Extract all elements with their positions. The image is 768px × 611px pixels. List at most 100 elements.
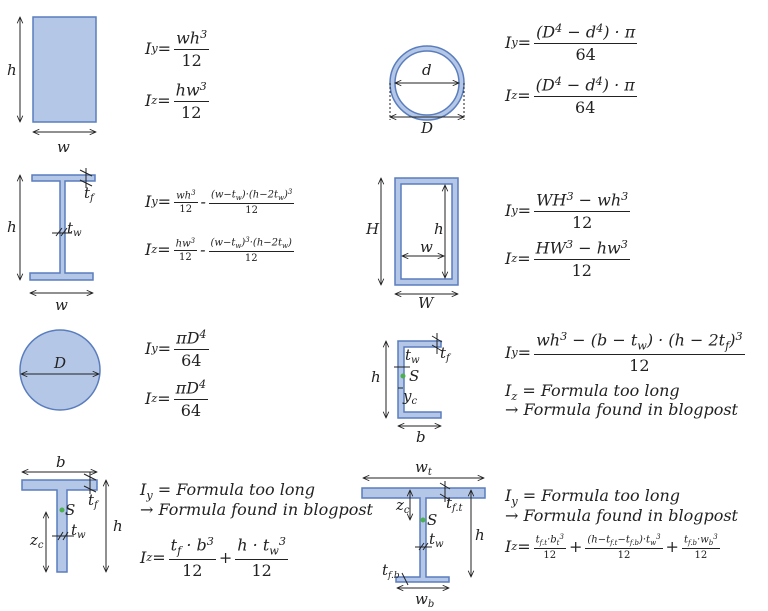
- formula-text: I: [145, 39, 152, 59]
- formula-text: 12: [694, 549, 708, 561]
- formula-text: 64: [180, 400, 202, 420]
- formula-text: ): [729, 330, 736, 350]
- formula-text: − d: [562, 22, 597, 42]
- formula-text: =: [157, 91, 171, 111]
- formula-text: t: [170, 535, 178, 555]
- formula-text: − wh: [573, 190, 622, 210]
- superscript: 3: [735, 330, 743, 343]
- numerator: (h−tf.t−tf.b)·tw3: [585, 533, 663, 549]
- blogpost-reference-t-section: → Formula found in blogpost: [140, 500, 373, 519]
- formula-text: +: [218, 547, 233, 567]
- superscript: 3: [560, 330, 568, 343]
- formula-text: ·w: [697, 534, 709, 546]
- formula-text: I: [145, 339, 152, 359]
- formula-text: (D: [535, 75, 555, 95]
- top-width-label: wt: [415, 458, 433, 478]
- numerator: hw3: [173, 236, 198, 252]
- subscript: z: [151, 392, 158, 406]
- denominator: 12: [179, 251, 192, 263]
- superscript: 3: [656, 533, 661, 541]
- formula-text: − hw: [573, 238, 621, 258]
- formula-text: − (b − t: [567, 330, 638, 350]
- formula-text: wh: [536, 330, 561, 350]
- superscript: 3: [190, 236, 196, 245]
- outer-height-label: H: [365, 220, 380, 238]
- numerator: πD4: [173, 378, 209, 400]
- hollow-rectangle-section: H h w W: [365, 177, 459, 312]
- formula-text: h · t: [237, 535, 270, 555]
- outer-diameter-label: D: [420, 119, 433, 137]
- formula-text: =: [157, 39, 172, 59]
- formula-text: I: [505, 342, 512, 362]
- formula-text: 12: [179, 204, 193, 216]
- formula-text: t: [535, 534, 540, 546]
- top-flange-thickness-label: tf.t: [446, 494, 464, 514]
- formula-text: )·t: [638, 534, 651, 546]
- asymmetric-i-beam-shape: [361, 487, 486, 583]
- superscript: 4: [199, 328, 207, 341]
- numerator: tf.b·wb3: [681, 533, 720, 549]
- numerator: hw3: [173, 80, 209, 102]
- circle-shape: [19, 329, 101, 411]
- subscript: y: [151, 42, 158, 56]
- denominator: 12: [182, 560, 202, 580]
- formula-text: =: [517, 201, 532, 221]
- subscript: f.b: [629, 538, 639, 547]
- formula-text: I: [505, 537, 512, 557]
- formula-text: I: [145, 240, 152, 260]
- numerator: tf · b3: [168, 535, 216, 560]
- formula-text: =: [152, 547, 166, 567]
- formula-text: =: [517, 249, 531, 269]
- subscript: f.b: [687, 538, 698, 547]
- subscript: z: [511, 540, 518, 554]
- formula-text: ): [241, 237, 246, 249]
- formula-iy-t-section-note: Iy = Formula too long: [140, 480, 316, 503]
- width-label: w: [57, 138, 70, 156]
- formula-text: −t: [617, 534, 630, 546]
- formula-text: =: [157, 389, 171, 409]
- formula-text: I: [505, 33, 512, 53]
- web-thickness-label: tw: [67, 219, 82, 239]
- height-label: h: [7, 61, 17, 79]
- numerator: πD4: [174, 328, 209, 350]
- formula-text: t: [683, 534, 688, 546]
- height-label: h: [113, 517, 123, 535]
- blogpost-reference-asymmetric: → Formula found in blogpost: [505, 506, 738, 525]
- formula-text: ) · π: [603, 22, 636, 42]
- formula-text: 12: [182, 560, 203, 580]
- c-channel-shape: [397, 340, 442, 419]
- flange-thickness-ticks: [79, 168, 93, 188]
- numerator: wh3: [174, 28, 210, 50]
- formula-text: I: [505, 86, 512, 106]
- web-thickness-label: tw: [405, 346, 420, 366]
- formula-text: ) · (h − 2t: [646, 330, 726, 350]
- flange-thickness-ticks: [431, 333, 443, 354]
- denominator: 12: [543, 549, 556, 561]
- subscript: y: [151, 195, 158, 209]
- subscript: w: [637, 339, 647, 353]
- formula-text: 12: [572, 212, 593, 232]
- inner-height-label: h: [434, 220, 444, 238]
- superscript: 3: [559, 533, 564, 541]
- bottom-flange-thickness-label: tf.b: [382, 561, 400, 581]
- flange-thickness-label: tf: [84, 184, 96, 204]
- denominator: 12: [251, 560, 271, 580]
- superscript: 3: [620, 238, 628, 251]
- denominator: 12: [181, 50, 201, 70]
- formula-text: 12: [617, 549, 631, 561]
- t-section: b h tf zc S tw: [21, 453, 123, 573]
- formula-text: ·b: [547, 534, 557, 546]
- centroid-dot: [59, 507, 65, 513]
- denominator: 12: [572, 212, 592, 232]
